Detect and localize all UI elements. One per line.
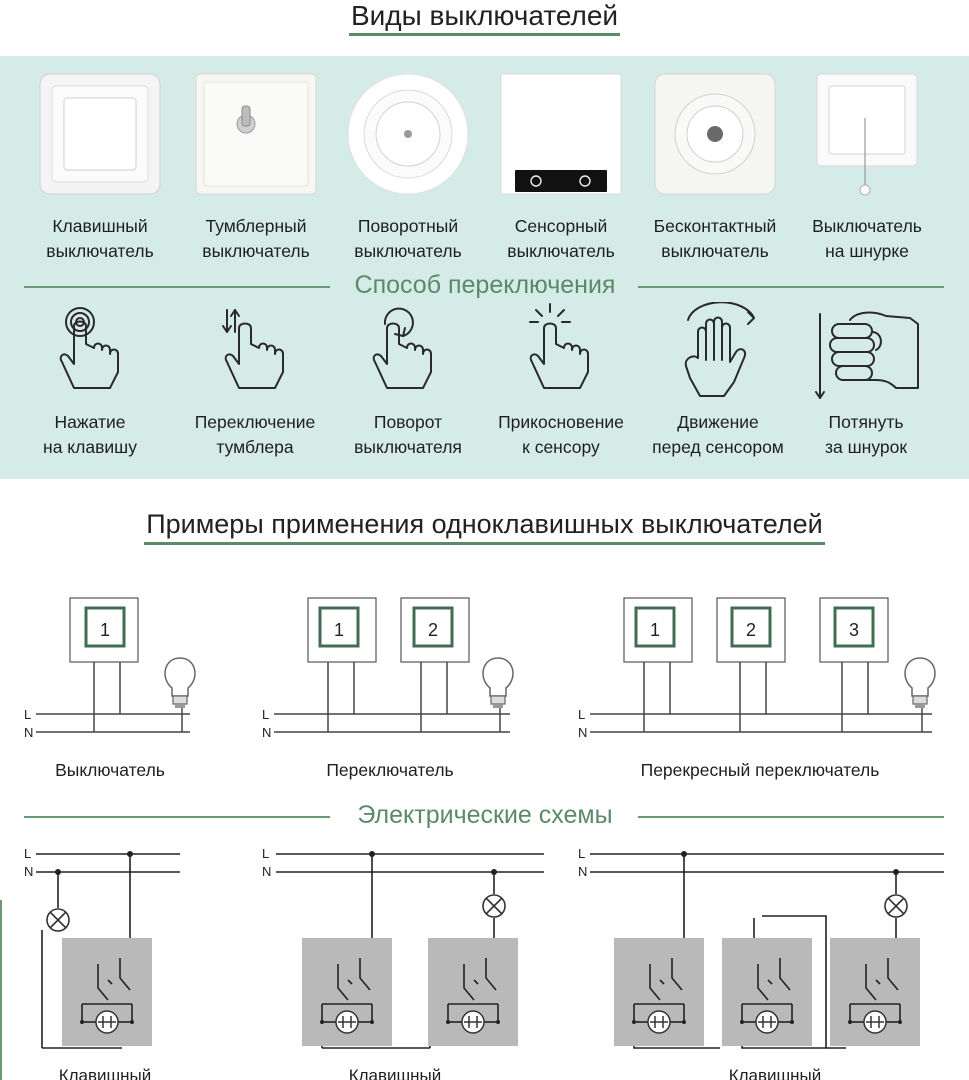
scheme-1-single (36, 853, 180, 1049)
electrical-schemes-title: Электрические схемы (357, 801, 613, 829)
example-3-switch-2-number: 2 (746, 620, 756, 640)
example-2-switch-2-number: 2 (428, 620, 438, 640)
rocker-switch-icon (39, 73, 161, 195)
scheme-1-n-label: N (24, 864, 33, 879)
scheme-1-lamp (46, 908, 70, 932)
toggle-switch-icon (195, 73, 317, 195)
example-1-l-label: L (24, 707, 31, 722)
divider-line-right (638, 286, 944, 288)
examples-title: Примеры применения одноклавишных выключа… (0, 508, 969, 548)
example-3-switch-3-number: 3 (849, 620, 859, 640)
example-3-diagram: 1 2 3 L N (578, 597, 936, 740)
rotary-switch-icon (347, 73, 469, 195)
pull-gesture-icon (815, 311, 919, 399)
touch-gesture-icon (529, 303, 589, 389)
example-3-caption: Перекресный переключатель (640, 760, 880, 780)
divider-line-left (24, 286, 330, 288)
schemes-divider-right (638, 816, 944, 818)
scheme-2-caption: Клавишный (348, 1066, 442, 1080)
scheme-3-n-label: N (578, 864, 587, 879)
proximity-switch-icon (654, 73, 776, 195)
electrical-schemes: L N L N L N (24, 846, 944, 1049)
scheme-3-caption: Клавишный (728, 1066, 822, 1080)
press-gesture-icon (59, 307, 119, 389)
example-2-n-label: N (262, 725, 271, 740)
scheme-1-caption: Клавишный (58, 1066, 152, 1080)
scheme-2-switch-box-2 (428, 938, 518, 1046)
example-1-caption: Выключатель (55, 760, 165, 780)
example-1-switch-1-number: 1 (100, 620, 110, 640)
example-3-n-label: N (578, 725, 587, 740)
rotate-gesture-icon (372, 307, 432, 389)
scheme-3-lamp (884, 894, 908, 918)
example-2-caption: Переключатель (326, 760, 454, 780)
scheme-2-switch-box-1 (302, 938, 392, 1046)
scheme-1-switch-box (62, 938, 152, 1046)
example-3-l-label: L (578, 707, 585, 722)
left-accent-strip (0, 900, 2, 1080)
example-1-diagram: 1 L N (24, 597, 196, 740)
switching-method-title: Способ переключения (354, 271, 616, 299)
wiring-examples: 1 L N 1 2 L N 1 2 3 (24, 597, 936, 740)
pull-cord-switch-icon (816, 73, 918, 196)
wave-gesture-icon (684, 302, 755, 397)
scheme-3-switch-box-1 (614, 938, 704, 1046)
scheme-3-switch-box-3 (830, 938, 920, 1046)
scheme-2-lamp (482, 894, 506, 918)
touch-switch-icon (500, 73, 622, 195)
example-2-diagram: 1 2 L N (262, 597, 514, 740)
scheme-3-l-label: L (578, 846, 585, 861)
toggle-gesture-icon (222, 309, 284, 389)
scheme-3-switch-box-2 (722, 938, 812, 1046)
example-3-switch-1-number: 1 (650, 620, 660, 640)
schemes-divider-left (24, 816, 330, 818)
scheme-2-n-label: N (262, 864, 271, 879)
example-2-l-label: L (262, 707, 269, 722)
scheme-2-l-label: L (262, 846, 269, 861)
scheme-1-l-label: L (24, 846, 31, 861)
example-2-switch-1-number: 1 (334, 620, 344, 640)
page-title: Виды выключателей (0, 0, 969, 36)
example-1-n-label: N (24, 725, 33, 740)
